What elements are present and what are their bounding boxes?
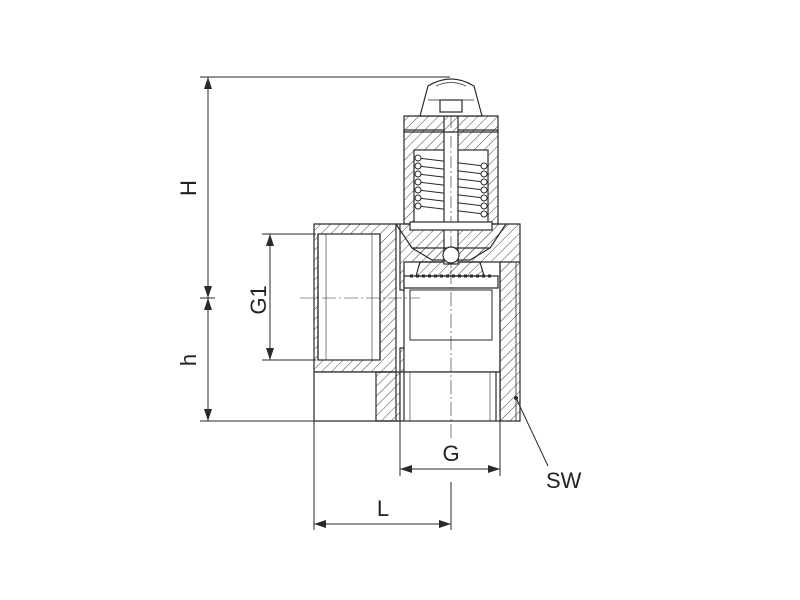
label-G1: G1 bbox=[246, 285, 271, 314]
dimension-L bbox=[313, 421, 452, 530]
label-L: L bbox=[377, 496, 389, 521]
valve-cap bbox=[419, 78, 483, 117]
center-lines bbox=[300, 270, 452, 440]
valve-body bbox=[313, 223, 521, 422]
dimension-H bbox=[200, 76, 450, 298]
label-H: H bbox=[176, 180, 201, 196]
leader-SW bbox=[514, 396, 549, 467]
label-SW: SW bbox=[546, 468, 582, 493]
label-G: G bbox=[442, 441, 459, 466]
label-h: h bbox=[176, 354, 201, 366]
dimension-G bbox=[399, 421, 501, 476]
dimension-G1 bbox=[262, 233, 316, 361]
